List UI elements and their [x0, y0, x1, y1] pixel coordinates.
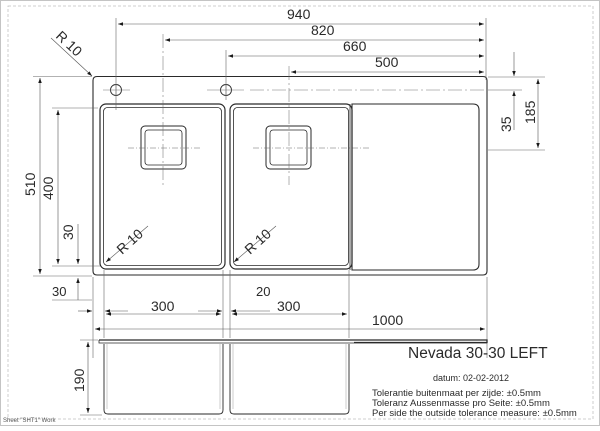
dim-30-horizontal: 30 [52, 284, 66, 299]
top-view [92, 18, 488, 276]
sheet-label: Sheet "SHT1" Work [3, 418, 57, 424]
tolerance-note-en: Per side the outside tolerance measure: … [372, 408, 577, 419]
left-bowl [99, 103, 226, 270]
sink-outline [92, 75, 488, 276]
dim-30-vertical: 30 [60, 224, 76, 240]
model-title: Nevada 30-30 LEFT [408, 345, 548, 362]
side-left-bowl [103, 344, 224, 415]
drainboard [351, 103, 480, 271]
dim-660: 660 [343, 38, 367, 54]
left-dimensions: 510 400 30 [22, 76, 100, 300]
sheet-border [7, 5, 594, 420]
dim-left-bowl-radius: R 10 [113, 225, 146, 257]
dim-820: 820 [311, 22, 335, 38]
dim-right-bowl-300: 300 [277, 298, 301, 314]
side-view: 190 [71, 339, 488, 416]
dim-400: 400 [40, 176, 56, 200]
tap-hole-left [103, 84, 130, 96]
dim-500: 500 [375, 54, 399, 70]
dim-185: 185 [522, 100, 538, 124]
date-label: datum: 02-02-2012 [433, 373, 509, 383]
side-right-bowl [229, 344, 350, 415]
dim-20: 20 [256, 284, 270, 299]
dim-total-1000: 1000 [372, 312, 403, 328]
title-block: Nevada 30-30 LEFT datum: 02-02-2012 Tole… [3, 345, 577, 424]
bottom-dimensions: 30 20 300 300 1000 [52, 270, 488, 358]
tolerance-note-de: Toleranz Aussenmasse pro Seite: ±0.5mm [372, 398, 550, 409]
right-dimensions: 35 185 [488, 52, 545, 151]
dim-510: 510 [22, 172, 38, 196]
dim-right-bowl-radius: R 10 [241, 225, 274, 257]
tap-hole-right [207, 84, 486, 96]
dim-35: 35 [498, 116, 514, 132]
tolerance-note-nl: Tolerantie buitenmaat per zijde: ±0.5mm [372, 388, 541, 399]
dim-940: 940 [287, 6, 311, 22]
bowl-radius-callouts: R 10 R 10 [105, 225, 277, 263]
dim-depth-190: 190 [71, 368, 87, 392]
dim-left-bowl-300: 300 [151, 298, 175, 314]
